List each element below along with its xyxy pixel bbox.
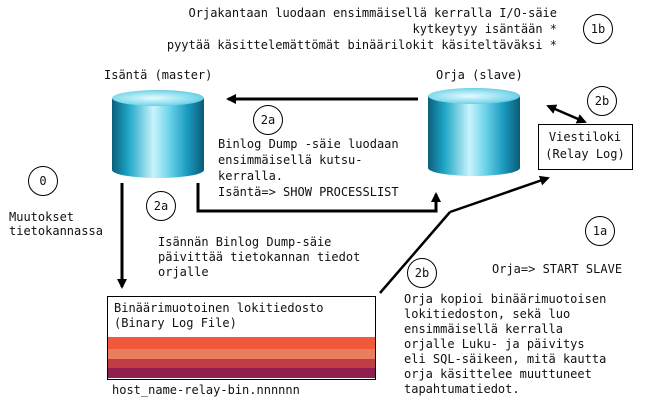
slave-database-icon (428, 88, 520, 176)
top-note-line-1: Orjakantaan luodaan ensimmäisellä kerral… (188, 6, 557, 20)
binary-log-file-subtitle: (Binary Log File) (114, 316, 237, 330)
top-note-line-3: pyytää käsittelemättömät binäärilokit kä… (166, 38, 557, 52)
master-database-icon (112, 90, 204, 178)
slave-copy-note-line-6: orja käsittelee muuttuneet (404, 367, 592, 381)
logfile-to-relaylog-arrow-2 (449, 175, 550, 214)
master-dump-note-line-2: päivittää tietokannan tiedot (158, 250, 361, 264)
relay-bin-filename: host_name-relay-bin.nnnnnn (112, 383, 300, 397)
slave-copy-note-line-1: Orja kopioi binäärimuotoisen (404, 292, 607, 306)
relay-log-line-2: (Relay Log) (545, 147, 625, 161)
master-dump-note-line-3: orjalle (158, 265, 209, 279)
changes-note-line-1: Muutokset (9, 210, 75, 224)
slave-label: Orja (slave) (436, 68, 523, 82)
relay-log-box: Viestiloki (Relay Log) (538, 124, 633, 170)
step-2b-bottom-badge: 2b (407, 258, 437, 288)
slave-copy-note-line-7: tapahtumatiedot. (404, 382, 520, 396)
binlog-dump-note-line-3: kerralla. (218, 169, 284, 183)
binary-log-file-box: Binäärimuotoinen lokitiedosto (Binary Lo… (107, 296, 376, 380)
log-stripe-1 (108, 337, 375, 349)
log-stripe-2 (108, 349, 375, 359)
binlog-dump-note-line-4: Isäntä=> SHOW PROCESSLIST (218, 185, 399, 199)
relay-log-line-1: Viestiloki (548, 130, 622, 144)
slave-copy-note-line-4: orjalle Luku- ja päivitys (404, 337, 585, 351)
start-slave-command: Orja=> START SLAVE (492, 262, 623, 276)
slave-copy-note-line-2: lokitiedoston, sekä luo (404, 307, 571, 321)
step-2a-left-badge: 2a (146, 191, 176, 221)
changes-note-line-2: tietokannassa (9, 224, 103, 238)
slave-relaylog-double-arrow (546, 104, 587, 124)
step-1b-badge: 1b (583, 14, 613, 44)
master-label: Isäntä (master) (104, 68, 213, 82)
log-stripe-4 (108, 368, 375, 378)
step-2b-top-badge: 2b (587, 86, 617, 116)
top-note-line-2: kytkeytyy isäntään * (412, 22, 558, 36)
slave-copy-note-line-3: ensimmäisellä kerralla (404, 322, 563, 336)
master-dump-note-line-1: Isännän Binlog Dump-säie (158, 235, 332, 249)
binlog-dump-note-line-2: ensimmäisellä kutsu- (218, 153, 363, 167)
step-0-badge: 0 (28, 166, 58, 196)
step-2a-top-badge: 2a (253, 105, 283, 135)
slave-copy-note-line-5: eli SQL-säikeen, mitä kautta (404, 352, 607, 366)
binlog-dump-note-line-1: Binlog Dump -säie luodaan (218, 137, 399, 151)
log-stripe-3 (108, 359, 375, 368)
binary-log-file-title: Binäärimuotoinen lokitiedosto (114, 301, 324, 315)
step-1a-badge: 1a (585, 216, 615, 246)
master-to-slave-arrow (196, 183, 441, 213)
logfile-to-relaylog-arrow (379, 211, 451, 294)
